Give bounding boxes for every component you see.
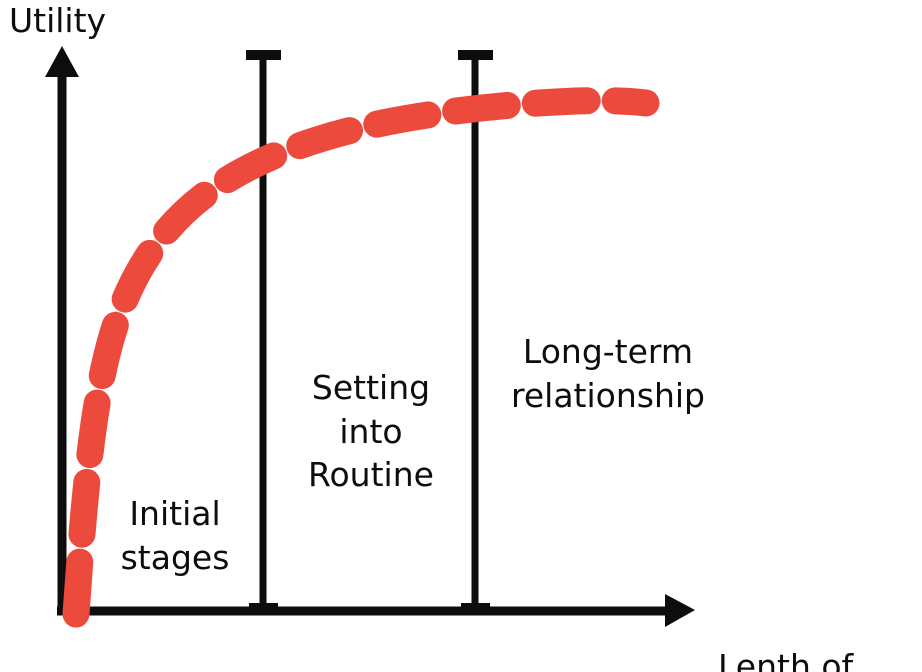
utility-curve	[62, 87, 660, 628]
phase-label-long-term-relationship: Long-term relationship	[511, 332, 705, 415]
x-axis-title-line-1: Lenth of	[718, 647, 854, 672]
phase-divider-2	[458, 50, 493, 613]
phase-divider-1	[246, 50, 281, 613]
y-axis	[45, 46, 79, 612]
x-axis-title: Lenth of Relationship	[718, 568, 890, 672]
phase-label-initial-stages: Initial stages	[120, 494, 230, 577]
y-axis-title: Utility	[9, 1, 107, 40]
phase-label-setting-into-routine: Setting into Routine	[308, 368, 434, 495]
x-axis	[57, 594, 695, 627]
